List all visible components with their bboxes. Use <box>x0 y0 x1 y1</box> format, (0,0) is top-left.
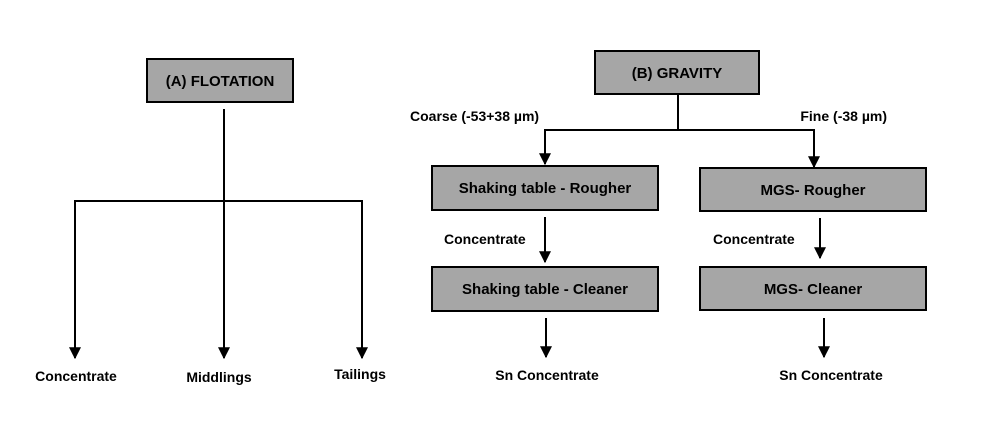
flotation-title: (A) FLOTATION <box>166 73 275 90</box>
shaking-table-rougher-label: Shaking table - Rougher <box>459 180 632 197</box>
mgs-cleaner-box <box>699 266 927 311</box>
flotation-output-concentrate: Concentrate <box>35 368 117 384</box>
flotation-output-tailings: Tailings <box>334 366 386 382</box>
flotation-box <box>146 58 294 103</box>
gravity-title: (B) GRAVITY <box>632 65 723 82</box>
gravity-section: (B) GRAVITY Coarse (-53+38 µm) Fine (-38… <box>410 50 927 383</box>
shaking-table-cleaner-label: Shaking table - Cleaner <box>462 281 628 298</box>
shaking-table-rougher-box <box>431 165 659 211</box>
mgs-rougher-box <box>699 167 927 212</box>
coarse-concentrate-label: Concentrate <box>444 231 526 247</box>
shaking-table-cleaner-box <box>431 266 659 312</box>
coarse-sn-concentrate-label: Sn Concentrate <box>495 367 599 383</box>
fine-sn-concentrate-label: Sn Concentrate <box>779 367 883 383</box>
coarse-fraction-label: Coarse (-53+38 µm) <box>410 108 539 124</box>
fine-fraction-label: Fine (-38 µm) <box>800 108 887 124</box>
fine-concentrate-label: Concentrate <box>713 231 795 247</box>
mgs-rougher-label: MGS- Rougher <box>761 182 866 199</box>
mgs-cleaner-label: MGS- Cleaner <box>764 281 863 298</box>
flotation-section: (A) FLOTATION Concentrate Middlings Tail… <box>35 58 386 385</box>
flotation-output-middlings: Middlings <box>186 369 252 385</box>
